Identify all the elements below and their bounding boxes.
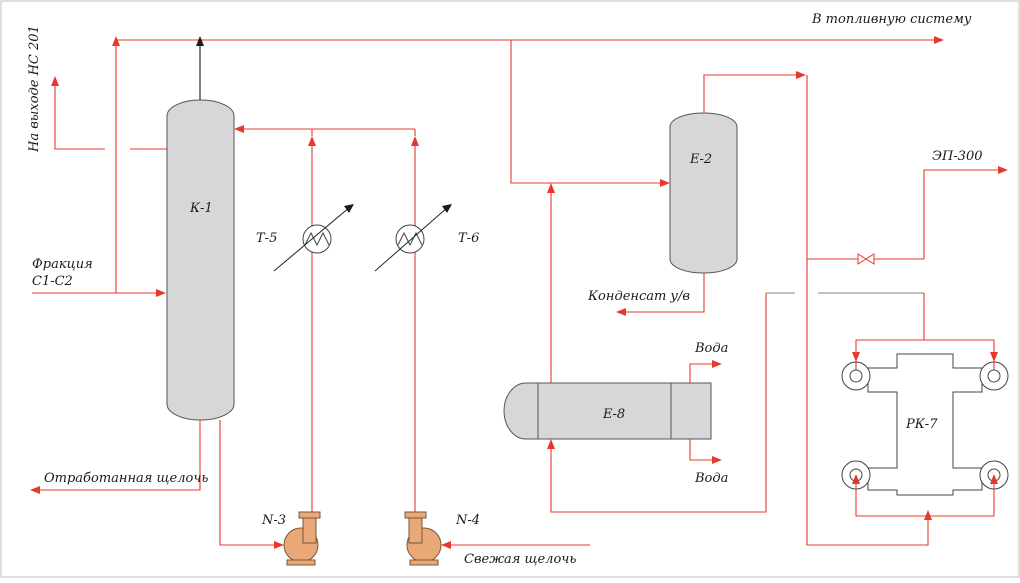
t5-label: Т-5: [256, 231, 277, 246]
valve-icon: [857, 253, 875, 265]
fuel-system-label: В топливную систему: [811, 12, 972, 27]
n4-label: N-4: [455, 513, 480, 528]
ep300-label: ЭП-300: [932, 149, 983, 164]
e2-feed-line: [510, 40, 670, 187]
spent-caustic-label: Отработанная щелочь: [44, 471, 209, 486]
e8-label: Е-8: [602, 407, 625, 422]
k1-vent: [196, 36, 204, 100]
condensate-label: Конденсат у/в: [587, 289, 690, 304]
feed-line: [32, 289, 166, 297]
rk7-reactor: [841, 339, 1009, 517]
water-top-label: Вода: [694, 341, 728, 356]
t6-label: Т-6: [458, 231, 479, 246]
e8-exchanger: [503, 382, 712, 440]
water-bottom-label: Вода: [694, 471, 728, 486]
reflux-header: [234, 125, 415, 133]
water-out-line: [689, 360, 722, 383]
rk7-supply-line: [806, 75, 932, 546]
fraction-label-line1: Фракция: [32, 257, 93, 272]
k1-to-n3-line: [219, 420, 284, 549]
condensate-line: [616, 273, 705, 316]
e2-overhead-line: [703, 71, 806, 113]
fresh-caustic-line: [441, 541, 590, 549]
water-in-line: [689, 439, 722, 464]
ep300-line: [807, 166, 1008, 260]
k1-column: [166, 99, 235, 421]
t6-exchanger: [374, 204, 452, 272]
k1-label: К-1: [189, 201, 213, 216]
t5-line: [308, 129, 316, 512]
e2-label: Е-2: [689, 152, 712, 167]
fraction-label-line2: С1-С2: [32, 274, 73, 289]
e8-to-e2-line: [547, 183, 555, 383]
n3-pump: [283, 511, 321, 566]
n3-label: N-3: [261, 513, 286, 528]
fresh-caustic-label: Свежая щелочь: [464, 552, 576, 567]
hs201-branch: [51, 76, 167, 150]
t6-line: [411, 129, 419, 512]
e8-bottom-loop: [547, 293, 767, 513]
rk7-label: РК-7: [905, 417, 938, 432]
fuel-system-header: [112, 36, 944, 293]
spent-caustic-line: [30, 420, 201, 494]
e2-vessel: [669, 112, 738, 274]
hs201-outlet-label: На выходе НС 201: [27, 25, 42, 153]
t5-exchanger: [273, 204, 354, 272]
n4-pump: [404, 511, 442, 566]
